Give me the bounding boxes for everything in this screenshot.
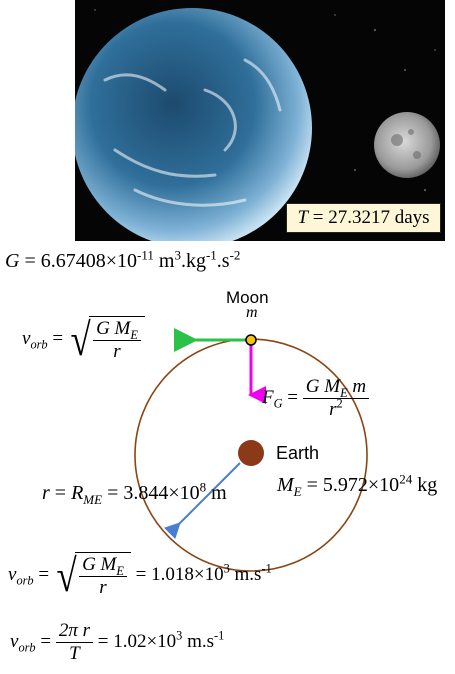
moon-dot: [245, 334, 257, 346]
moon-mass-symbol: m: [246, 304, 258, 321]
orbit-radius: r = RME = 3.844×108 m: [42, 479, 227, 507]
earth-dot: [238, 440, 264, 466]
earth-label: Earth: [276, 443, 320, 463]
earth-mass: ME = 5.972×1024 kg: [277, 471, 438, 499]
moon-label: Moon: [226, 288, 269, 307]
gravitational-constant: G = 6.67408×10-11 m3.kg-1.s-2: [5, 247, 241, 272]
radius-arrow: [163, 462, 241, 540]
space-scene: [75, 0, 445, 241]
earth-moon-image: [75, 0, 445, 241]
period-label: T = 27.3217 days: [286, 203, 441, 233]
moon-globe: [374, 112, 440, 178]
